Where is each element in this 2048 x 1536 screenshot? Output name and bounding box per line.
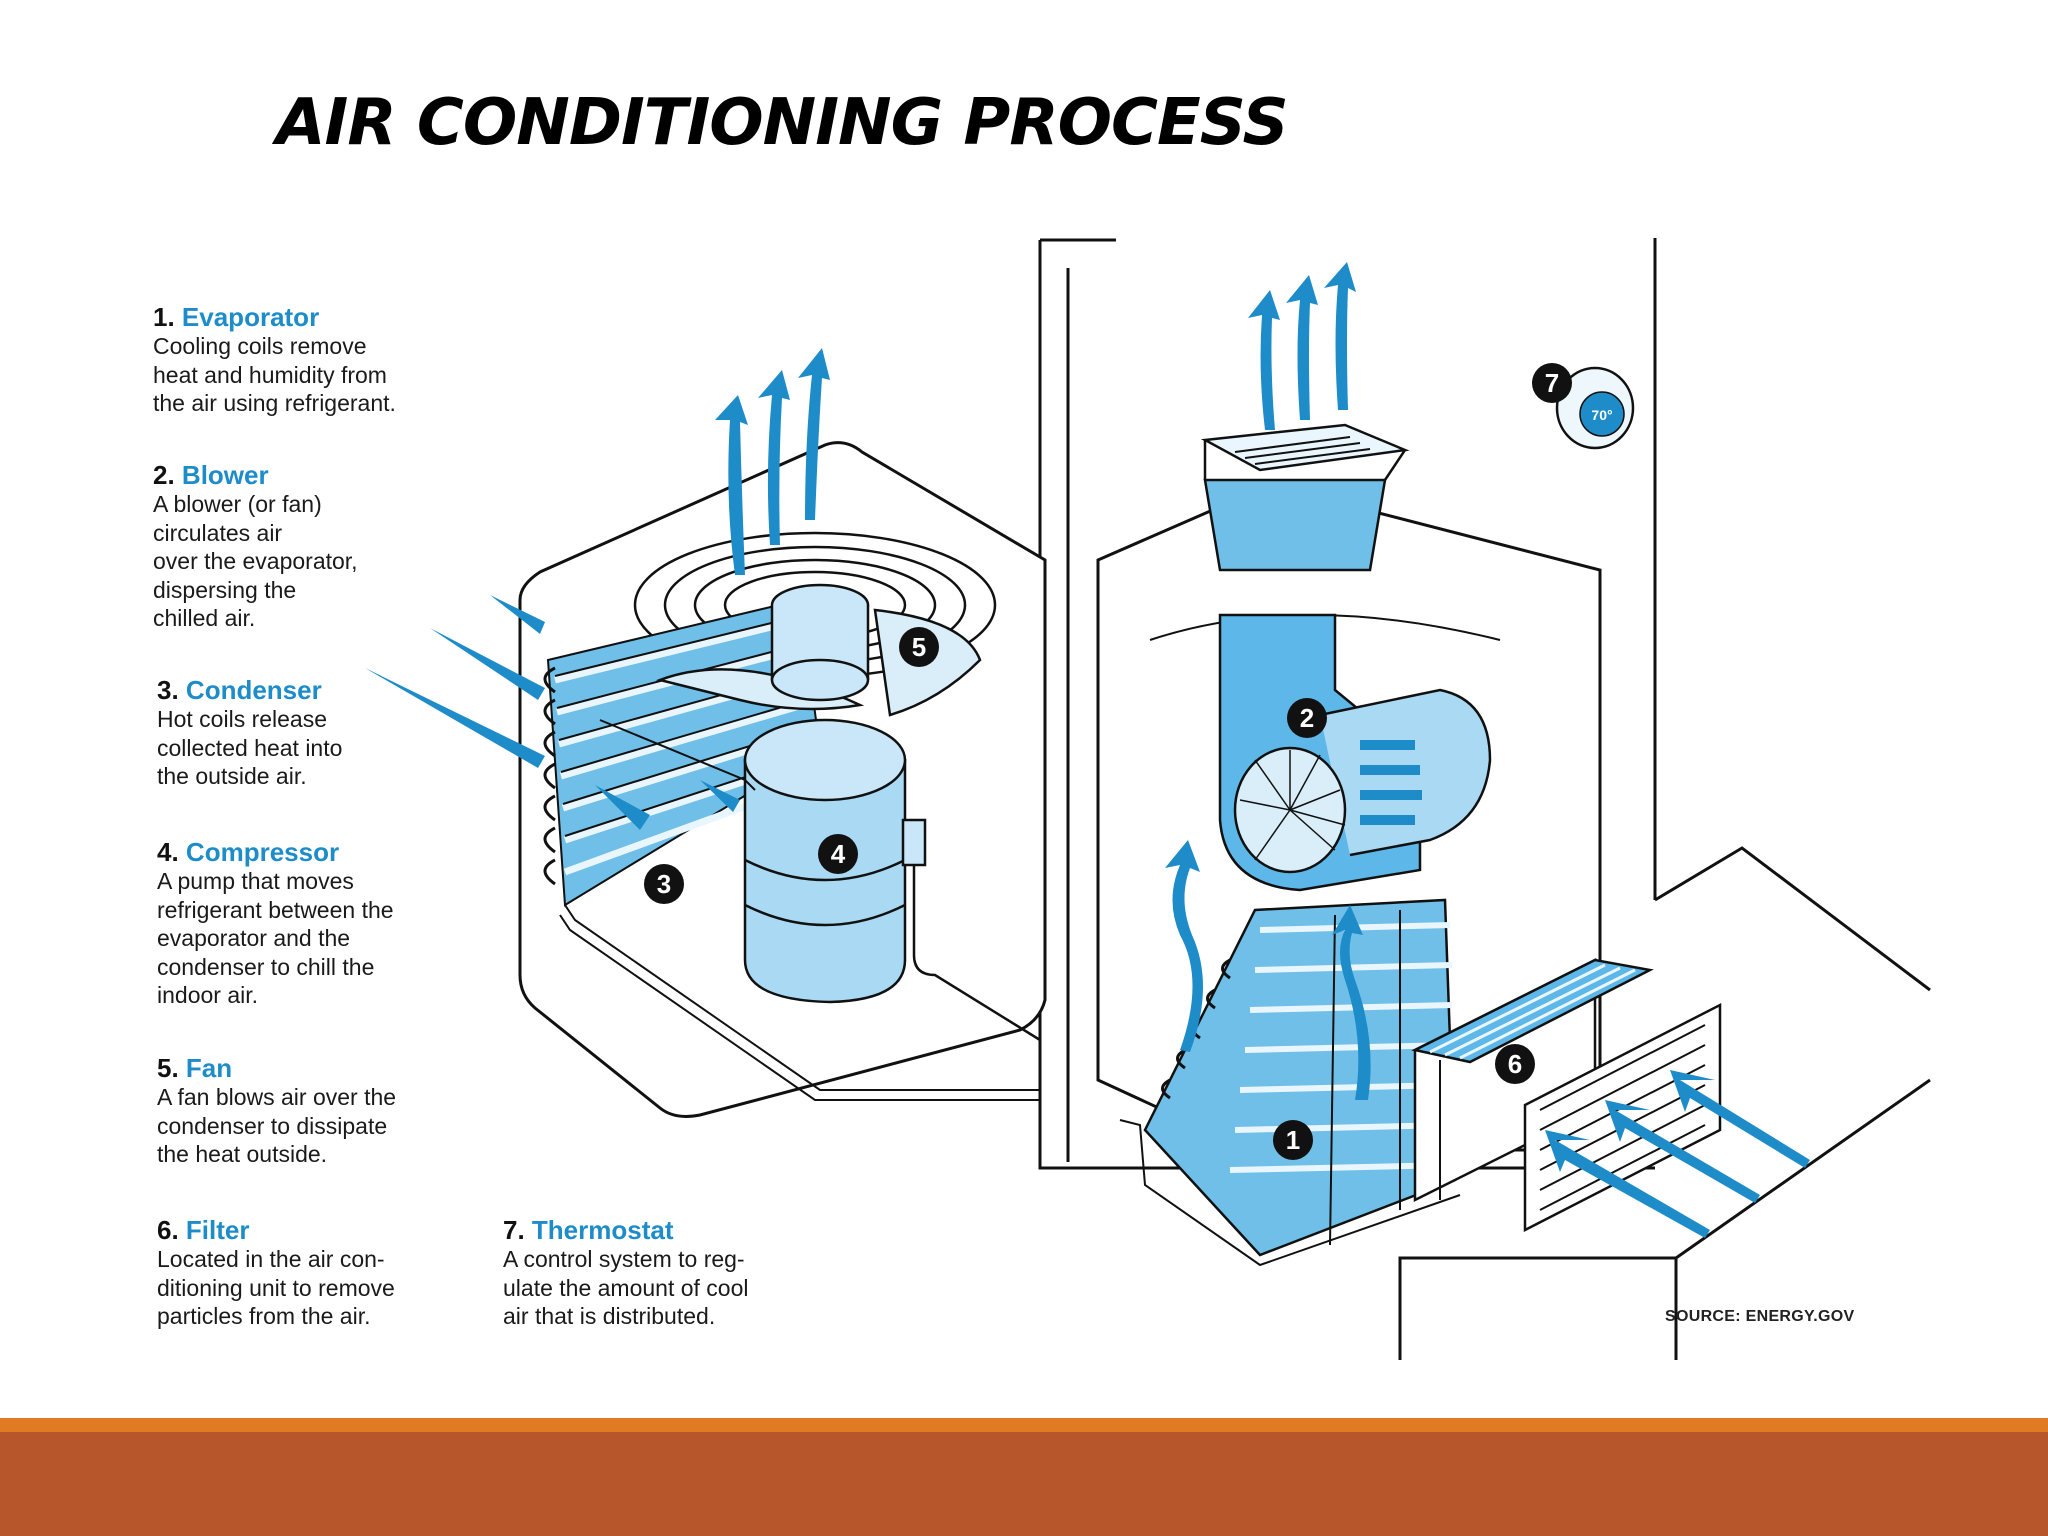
component-thermostat: 7. Thermostat A control system to reg- u… — [503, 1215, 843, 1331]
airflow-arrow-icon — [1248, 262, 1356, 430]
component-condenser: 3. Condenser Hot coils release collected… — [157, 675, 497, 791]
blower — [1218, 613, 1492, 892]
description-line: circulates air — [153, 519, 283, 546]
airflow-arrow-icon — [365, 595, 740, 830]
component-description: Hot coils release collected heat into th… — [157, 705, 497, 791]
air-handler — [1096, 262, 1810, 1267]
description-line: A control system to reg- — [503, 1246, 745, 1272]
component-number: 5. — [157, 1053, 179, 1083]
condenser-unit — [365, 348, 1047, 1118]
description-line: ditioning unit to remove — [157, 1274, 395, 1301]
description-line: A blower (or fan) — [153, 491, 322, 517]
description-line: ulate the amount of cool — [503, 1274, 749, 1301]
slide-title: AIR CONDITIONING PROCESS — [276, 86, 1289, 160]
airflow-arrow-icon — [715, 348, 830, 575]
airflow-arrow-icon — [1545, 1070, 1810, 1238]
callout-7: 7 — [1532, 363, 1572, 403]
description-line: evaporator and the — [157, 925, 351, 951]
description-line: condenser to dissipate — [157, 1112, 388, 1139]
description-line: refrigerant between the — [157, 896, 394, 923]
description-line: particles from the air. — [157, 1303, 371, 1329]
component-number: 3. — [157, 675, 179, 705]
description-line: heat and humidity from — [153, 361, 387, 388]
description-line: condenser to chill the — [157, 953, 375, 980]
component-description: A fan blows air over the condenser to di… — [157, 1083, 497, 1169]
component-name: Filter — [185, 1215, 250, 1245]
component-description: A pump that moves refrigerant between th… — [157, 867, 497, 1010]
description-line: A pump that moves — [157, 868, 354, 894]
component-description: Located in the air con- ditioning unit t… — [157, 1245, 497, 1331]
component-number: 7. — [503, 1215, 525, 1245]
callout-2: 2 — [1287, 698, 1327, 738]
component-name: Compressor — [185, 837, 340, 867]
thermostat-icon: 70° — [1555, 366, 1635, 450]
description-line: collected heat into — [157, 734, 343, 761]
callout-number: 2 — [1300, 703, 1314, 733]
description-line: Located in the air con- — [157, 1246, 385, 1272]
component-number: 4. — [157, 837, 179, 867]
evaporator-coil — [1119, 898, 1461, 1267]
component-blower: 2. Blower A blower (or fan) circulates a… — [153, 460, 493, 633]
description-line: A fan blows air over the — [157, 1084, 397, 1110]
callout-5: 5 — [899, 627, 939, 667]
component-description: Cooling coils remove heat and humidity f… — [153, 332, 493, 418]
component-evaporator: 1. Evaporator Cooling coils remove heat … — [153, 302, 493, 418]
component-number: 1. — [153, 302, 175, 332]
description-line: Cooling coils remove — [153, 333, 367, 359]
refrigerant-lines — [559, 719, 1040, 1101]
component-name: Blower — [181, 460, 269, 490]
component-fan: 5. Fan A fan blows air over the condense… — [157, 1053, 497, 1169]
callout-badges: 1 2 3 4 5 6 7 — [644, 363, 1572, 1160]
footer-bar — [0, 1432, 2048, 1536]
footer-accent-line — [0, 1418, 2048, 1432]
component-filter: 6. Filter Located in the air con- dition… — [157, 1215, 497, 1331]
component-compressor: 4. Compressor A pump that moves refriger… — [157, 837, 497, 1010]
thermostat-display: 70° — [1591, 407, 1612, 423]
description-line: the air using refrigerant. — [153, 390, 396, 416]
component-name: Condenser — [185, 675, 322, 705]
vent-grille-icon — [1200, 423, 1410, 572]
callout-number: 3 — [657, 869, 671, 899]
source-note: SOURCE: ENERGY.GOV — [1665, 1308, 1855, 1325]
component-description: A control system to reg- ulate the amoun… — [503, 1245, 843, 1331]
callout-1: 1 — [1273, 1120, 1313, 1160]
ac-illustration: 70° 1 2 3 4 5 6 7 — [365, 238, 1931, 1360]
component-number: 2. — [153, 460, 175, 490]
description-line: the heat outside. — [157, 1141, 328, 1167]
callout-4: 4 — [818, 834, 858, 874]
component-description: A blower (or fan) circulates air over th… — [153, 490, 493, 633]
component-name: Thermostat — [531, 1215, 674, 1245]
component-name: Evaporator — [181, 302, 320, 332]
description-line: over the evaporator, — [153, 548, 358, 574]
callout-number: 5 — [912, 632, 926, 662]
callout-6: 6 — [1495, 1044, 1535, 1084]
callout-3: 3 — [644, 864, 684, 904]
description-line: dispersing the — [153, 576, 297, 603]
compressor — [743, 718, 1041, 1042]
description-line: Hot coils release — [157, 706, 328, 732]
callout-number: 4 — [831, 839, 846, 869]
description-line: air that is distributed. — [503, 1303, 716, 1329]
callout-number: 6 — [1508, 1049, 1522, 1079]
callout-number: 1 — [1286, 1125, 1300, 1155]
component-number: 6. — [157, 1215, 179, 1245]
description-line: the outside air. — [157, 763, 307, 789]
description-line: chilled air. — [153, 605, 256, 631]
component-name: Fan — [185, 1053, 233, 1083]
airflow-arrow-icon — [1165, 840, 1371, 1100]
description-line: indoor air. — [157, 982, 259, 1008]
callout-number: 7 — [1545, 368, 1559, 398]
